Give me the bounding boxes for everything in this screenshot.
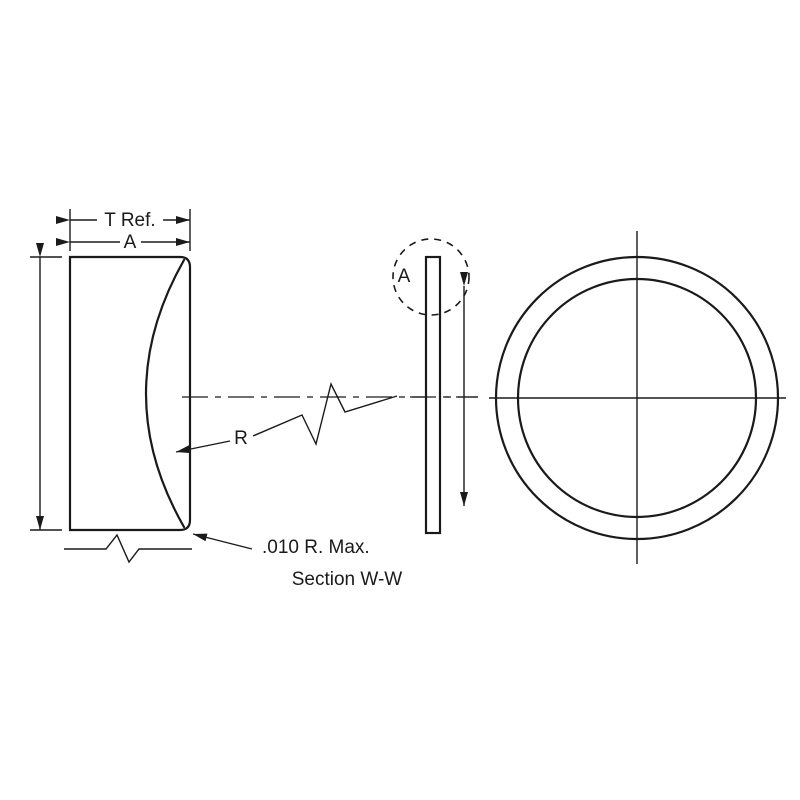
corner-radius-leader: [192, 533, 253, 550]
section-body-outline: [68, 255, 192, 532]
radius-label: R: [234, 428, 248, 449]
a-width-label: A: [124, 232, 137, 253]
section-caption: Section W-W: [292, 569, 403, 590]
radius-surface-curve: [144, 258, 186, 529]
radius-leader-break-line: [252, 381, 398, 447]
detail-circle: [392, 238, 470, 316]
radius-leader-arrow: [175, 440, 231, 454]
ring-edge-view: [424, 255, 442, 535]
a-label-bg: [120, 232, 141, 250]
t-ref-label-bg: [97, 209, 163, 229]
corner-radius-note: .010 R. Max.: [262, 537, 370, 558]
detail-a-label: A: [398, 266, 411, 287]
bottom-break-line: [64, 533, 192, 564]
t-ref-label: T Ref.: [104, 210, 155, 231]
